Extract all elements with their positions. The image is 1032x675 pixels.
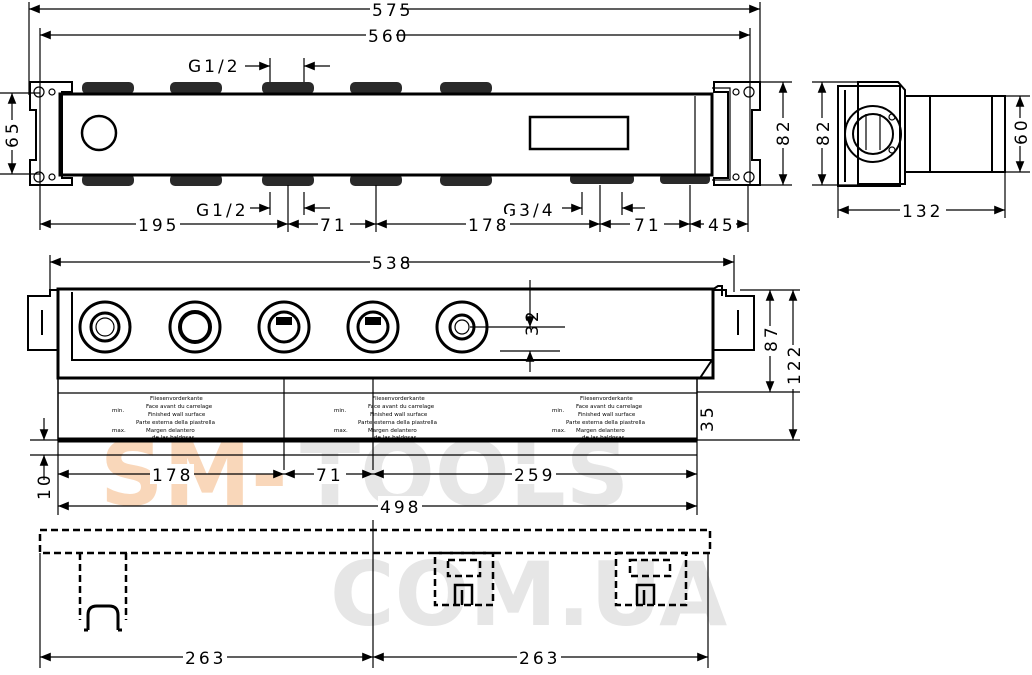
dim-178-front: 178 <box>152 466 193 486</box>
plate-max: max. <box>334 428 348 434</box>
dim-498: 498 <box>380 498 421 518</box>
plate-label: Face avant du carrelage <box>368 404 435 410</box>
valve-body-top <box>58 92 714 177</box>
plate-label: Fliesenvorderkante <box>580 396 633 402</box>
plate-label: Face avant du carrelage <box>576 404 643 410</box>
plate-label: de las baldosas <box>374 435 417 441</box>
label-g12-bottom: G1/2 <box>196 201 249 221</box>
plate-label: Margen delantero <box>576 428 625 434</box>
watermark: SM- TOOLS COM.UA <box>100 423 727 646</box>
dim-60: 60 <box>1012 117 1032 145</box>
dim-87: 87 <box>762 324 782 352</box>
watermark-domain: COM.UA <box>330 543 727 646</box>
top-view: 575 560 G1/2 <box>0 0 794 236</box>
plate-max: max. <box>552 428 566 434</box>
dim-575: 575 <box>372 1 413 21</box>
plate-label: Margen delantero <box>368 428 417 434</box>
dim-195: 195 <box>138 216 179 236</box>
plate-labels: Fliesenvorderkante Face avant du carrela… <box>112 396 645 441</box>
plate-min: min. <box>552 408 564 414</box>
side-view: 82 60 132 <box>812 81 1032 222</box>
plate-label: de las baldosas <box>582 435 625 441</box>
dim-65: 65 <box>3 120 23 148</box>
dim-32: 32 <box>523 308 543 336</box>
dim-259: 259 <box>514 466 555 486</box>
dim-538: 538 <box>372 254 413 274</box>
plate-label: Margen delantero <box>146 428 195 434</box>
dim-263-right: 263 <box>519 649 560 669</box>
dim-263-left: 263 <box>185 649 226 669</box>
label-g34: G3/4 <box>503 201 556 221</box>
dim-71-a: 71 <box>320 216 348 236</box>
dim-35: 35 <box>698 404 718 432</box>
dim-178-top: 178 <box>468 216 509 236</box>
plate-min: min. <box>112 408 124 414</box>
plate-max: max. <box>112 428 126 434</box>
dim-45: 45 <box>708 216 736 236</box>
plate-min: min. <box>334 408 346 414</box>
plate-label: Fliesenvorderkante <box>372 396 425 402</box>
plate-label: Fliesenvorderkante <box>150 396 203 402</box>
front-view: 538 32 Fliesenvorderkante Face avant du … <box>27 252 805 518</box>
plate-label: Finished wall surface <box>578 412 636 418</box>
plate-label: Parte esterna della piastrella <box>358 420 437 426</box>
label-g12-top: G1/2 <box>188 57 241 77</box>
bottom-view: 263 263 <box>38 520 712 669</box>
dim-560: 560 <box>368 27 409 47</box>
plate-label: Parte esterna della piastrella <box>136 420 215 426</box>
dim-71-b: 71 <box>634 216 662 236</box>
dim-132: 132 <box>902 202 943 222</box>
plate-label: Face avant du carrelage <box>146 404 213 410</box>
plate-label: Finished wall surface <box>148 412 206 418</box>
plate-label: Parte esterna della piastrella <box>566 420 645 426</box>
dim-71-front: 71 <box>316 466 344 486</box>
dim-82-top: 82 <box>774 118 794 146</box>
dim-10: 10 <box>35 472 55 500</box>
dim-122: 122 <box>785 344 805 385</box>
dim-82-side: 82 <box>814 118 834 146</box>
plate-label: Finished wall surface <box>370 412 428 418</box>
plate-label: de las baldosas <box>152 435 195 441</box>
